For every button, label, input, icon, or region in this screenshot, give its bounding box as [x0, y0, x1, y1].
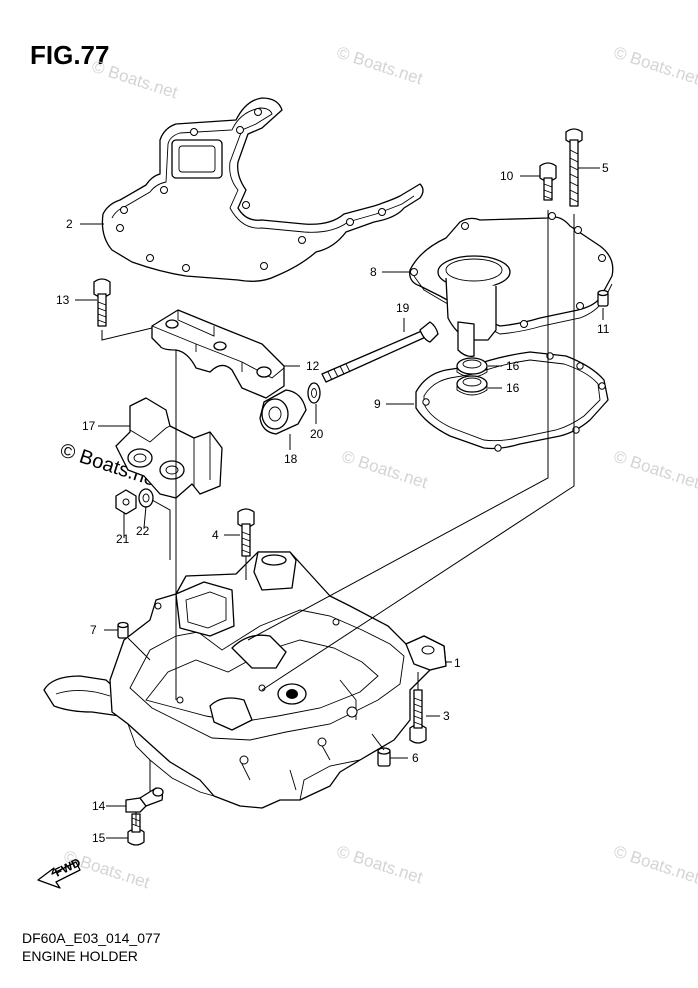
- callout-7: 7: [90, 623, 97, 637]
- callout-17: 17: [82, 419, 96, 433]
- part-17-lower-bracket: [115, 397, 223, 499]
- part-11-dowel-pin: [597, 289, 609, 307]
- part-6-dowel-pin: [377, 747, 391, 767]
- callout-5: 5: [602, 161, 609, 175]
- callout-21: 21: [116, 532, 130, 546]
- callout-12: 12: [306, 359, 320, 373]
- callout-2: 2: [66, 217, 73, 231]
- diagram-caption: ENGINE HOLDER: [22, 948, 138, 964]
- part-22-washer: [138, 488, 154, 508]
- callout-4: 4: [212, 528, 219, 542]
- assembly-lines: [101, 210, 575, 826]
- part-3-bolt: [409, 689, 427, 744]
- part-21-nut: [115, 489, 137, 515]
- part-14-drain-fitting: [125, 787, 164, 813]
- part-7-dowel-pin: [117, 621, 129, 639]
- part-12-mount-bracket: [151, 309, 285, 399]
- callout-8: 8: [370, 265, 377, 279]
- callout-19: 19: [396, 301, 410, 315]
- callout-3: 3: [443, 709, 450, 723]
- callout-11: 11: [597, 322, 610, 336]
- part-1-engine-holder: [43, 551, 447, 809]
- leader-lines: [75, 167, 604, 839]
- part-2-gasket: [101, 97, 424, 282]
- callout-22: 22: [136, 524, 150, 538]
- part-16-seal-upper: [456, 357, 488, 378]
- figure-title: FIG.77: [30, 40, 110, 70]
- part-10-bolt: [539, 162, 557, 201]
- part-19-long-bolt: [321, 321, 439, 383]
- callout-1: 1: [454, 656, 461, 670]
- callout-14: 14: [92, 799, 106, 813]
- callout-18: 18: [284, 452, 298, 466]
- part-16-seal-lower: [456, 375, 488, 396]
- callout-13: 13: [56, 293, 70, 307]
- callout-9: 9: [374, 397, 381, 411]
- callout-6: 6: [412, 751, 419, 765]
- callout-15: 15: [92, 831, 106, 845]
- part-13-bolt: [93, 278, 111, 327]
- callout-16a: 16: [506, 359, 520, 373]
- callout-10: 10: [500, 169, 514, 183]
- part-4-bolt: [237, 508, 255, 557]
- part-5-long-bolt: [565, 128, 583, 207]
- callouts: 1 2 3 4 5 6 7 8 9 10 11 12 13 14 15 16 1…: [56, 161, 610, 845]
- part-20-washer: [307, 382, 321, 404]
- part-8-holder-plate: [409, 212, 614, 358]
- part-18-bushing: [259, 389, 307, 435]
- callout-20: 20: [310, 427, 324, 441]
- diagram-code: DF60A_E03_014_077: [22, 930, 161, 946]
- fwd-arrow-icon: FWD: [37, 855, 83, 889]
- callout-16b: 16: [506, 381, 520, 395]
